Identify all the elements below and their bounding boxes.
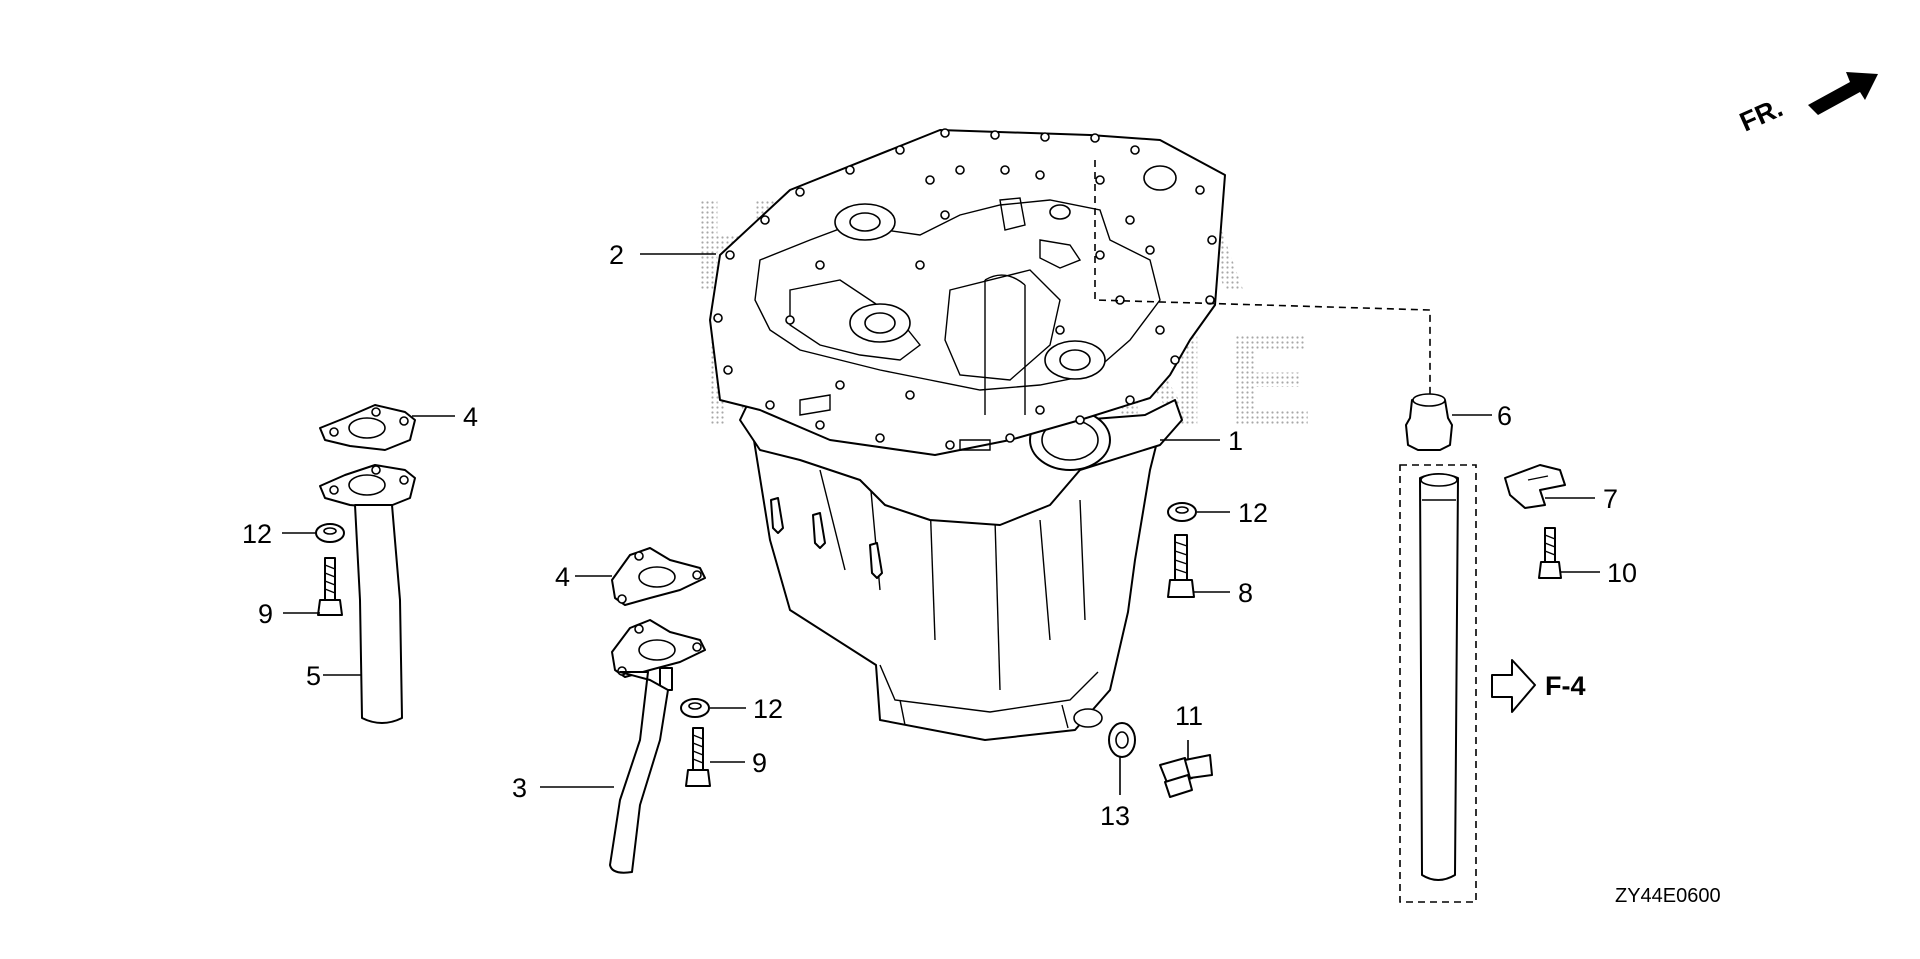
callout-4-upper: 4 [463,402,478,432]
front-direction-arrow-icon: FR. [1735,72,1878,137]
bolt-middle [685,727,745,787]
washer-right [1167,502,1230,522]
callout-9-left: 9 [258,599,273,629]
flange-gasket-upper [319,404,455,451]
clip-bolt [1538,527,1600,579]
callout-12-left: 12 [242,519,272,549]
callout-6: 6 [1497,401,1512,431]
washer-middle [680,698,746,718]
callout-3: 3 [512,773,527,803]
dipstick-tube [1399,464,1477,903]
callout-10: 10 [1607,558,1637,588]
strainer-pipe-left [319,464,416,724]
drain-washer [1108,722,1136,795]
washer-left [282,523,345,543]
callout-8: 8 [1238,578,1253,608]
callout-11: 11 [1175,701,1203,731]
drawing-code: ZY44E0600 [1615,885,1721,907]
plug-leader-dashed [1094,160,1431,395]
gasket-plate [640,128,1226,456]
reference-arrow [1491,659,1536,713]
strainer-pipe-middle [540,619,706,874]
reference-label: F-4 [1545,671,1586,701]
callout-2: 2 [609,240,624,270]
retaining-clip [1504,464,1595,509]
callout-12-middle: 12 [753,694,783,724]
bolt-right [1167,534,1230,598]
callout-5: 5 [306,661,321,691]
callout-7: 7 [1603,484,1618,514]
callout-12-right: 12 [1238,498,1268,528]
callout-9-middle: 9 [752,748,767,778]
callout-1: 1 [1228,426,1243,456]
grommet-plug [1405,393,1492,451]
svg-text:FR.: FR. [1735,92,1787,137]
callouts: 1 2 3 4 4 5 6 7 8 9 9 10 11 12 12 12 13 [242,240,1637,831]
callout-13: 13 [1100,801,1130,831]
bolt-left [283,557,343,616]
callout-4-lower: 4 [555,562,570,592]
drain-bolt [1159,740,1213,798]
flange-gasket-lower [575,547,706,606]
